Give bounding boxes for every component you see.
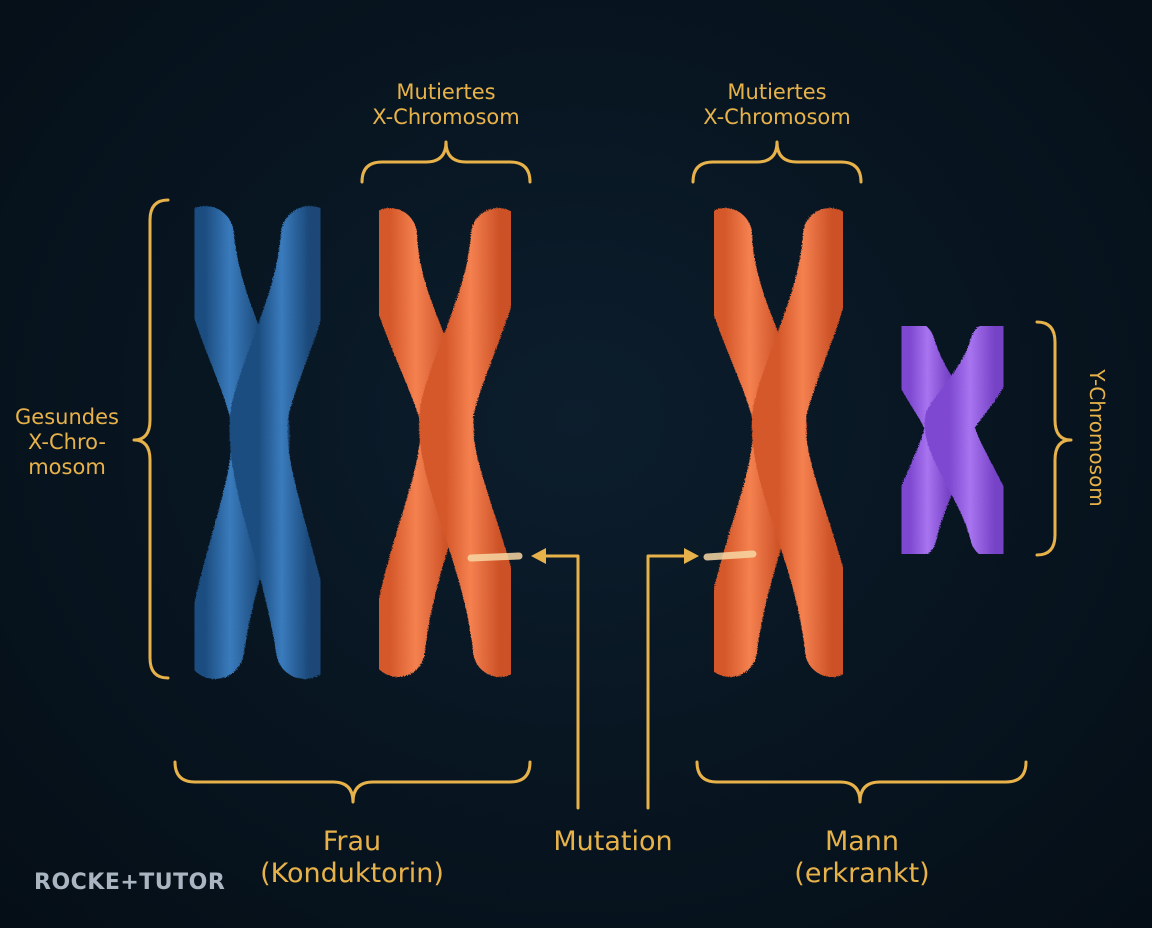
y-chromosome <box>885 320 1020 560</box>
mutated-x-chromosome-woman <box>363 208 527 677</box>
y-chromosome-arm-b <box>924 320 1020 560</box>
label-man: Mann (erkrankt) <box>752 826 972 891</box>
label-man-line1: Mann <box>824 826 900 857</box>
label-healthy-x-line3: mosom <box>28 455 106 480</box>
mutation-band-woman <box>467 552 523 562</box>
mutation-arrow-woman <box>538 554 580 810</box>
label-y-chromosome: Y-Chromosom <box>1085 363 1109 513</box>
label-mutated-x-man: Mutiertes X-Chromosom <box>677 80 877 130</box>
label-healthy-x: Gesundes X-Chro- mosom <box>6 405 128 481</box>
healthy-x-arm-b <box>229 206 339 679</box>
label-y-chromosome-text: Y-Chromosom <box>1085 369 1109 507</box>
label-mutated-x-woman-line1: Mutiertes <box>396 80 496 104</box>
mutation-arrow-man <box>646 554 692 810</box>
arrowhead-woman <box>531 548 546 564</box>
label-woman-line2: (Konduktorin) <box>260 858 444 890</box>
brace-healthy-x <box>132 198 170 680</box>
label-mutated-x-man-line2: X-Chromosom <box>703 105 851 130</box>
label-woman: Frau (Konduktorin) <box>232 826 472 891</box>
label-mutated-x-woman-line2: X-Chromosom <box>372 105 520 130</box>
arrowhead-man <box>684 548 699 564</box>
brace-mutated-x-woman <box>360 140 532 184</box>
brand-logo: ROCKE+TUTOR <box>34 870 226 895</box>
mutation-band-man <box>703 550 757 561</box>
label-mutation: Mutation <box>523 826 703 858</box>
brace-man <box>695 760 1028 804</box>
label-woman-line1: Frau <box>322 826 382 857</box>
brace-y-chromosome <box>1035 320 1073 557</box>
brace-woman <box>173 760 532 804</box>
label-mutation-text: Mutation <box>553 826 673 857</box>
label-healthy-x-line2: X-Chro- <box>28 430 106 455</box>
label-mutated-x-woman: Mutiertes X-Chromosom <box>346 80 546 130</box>
mutated-x-man-arm-b <box>751 208 859 677</box>
mutated-x-woman-arm-b <box>419 208 527 677</box>
label-healthy-x-line1: Gesundes <box>15 405 119 429</box>
label-mutated-x-man-line1: Mutiertes <box>727 80 827 104</box>
mutated-x-chromosome-man <box>698 208 859 677</box>
healthy-x-chromosome <box>176 206 339 679</box>
brace-mutated-x-man <box>691 140 863 184</box>
label-man-line2: (erkrankt) <box>794 858 930 890</box>
